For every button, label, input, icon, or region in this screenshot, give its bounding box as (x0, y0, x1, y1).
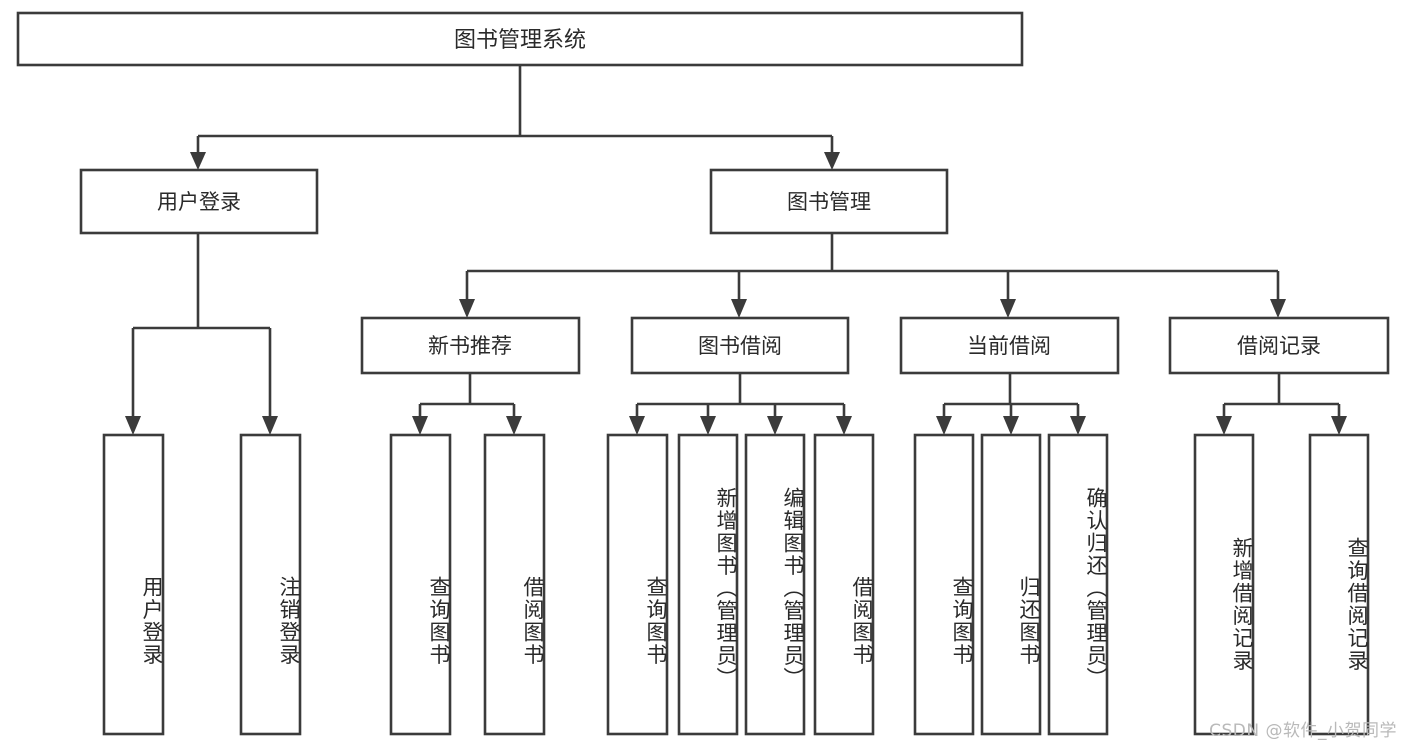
leaf-query-book-2-box[interactable] (606, 433, 669, 736)
leaf-return-book-box[interactable] (980, 433, 1042, 736)
node-book-manage[interactable]: 图书管理 (709, 168, 949, 235)
leaf-borrow-book-2-box[interactable] (813, 433, 875, 736)
leaf-user-login-box[interactable] (102, 433, 165, 736)
leaf-confirm-return-box[interactable] (1047, 433, 1109, 736)
node-root[interactable]: 图书管理系统 (16, 11, 1024, 67)
node-book-manage-label: 图书管理 (787, 190, 871, 214)
node-user-login-box[interactable] (79, 168, 319, 235)
node-new-book-recommend[interactable]: 新书推荐 (360, 316, 581, 375)
node-user-login[interactable]: 用户登录 (79, 168, 319, 235)
node-book-borrow[interactable]: 图书借阅 (630, 316, 850, 375)
node-book-borrow-label: 图书借阅 (698, 334, 782, 358)
connector-group-book-manage (459, 233, 1286, 318)
node-new-book-recommend-box[interactable] (360, 316, 581, 375)
node-borrow-record-box[interactable] (1168, 316, 1390, 375)
arrow-to-leaf-query-book-3 (936, 416, 952, 435)
arrow-to-leaf-confirm-return (1070, 416, 1086, 435)
leaf-add-record-box[interactable] (1193, 433, 1255, 736)
connector-group-borrow-record (1216, 373, 1347, 435)
arrow-to-leaf-borrow-book-2 (836, 416, 852, 435)
node-current-borrow[interactable]: 当前借阅 (899, 316, 1120, 375)
connector-group-current-borrow (936, 373, 1086, 435)
leaf-add-book-box[interactable] (677, 433, 739, 736)
leaf-box-group (102, 433, 1370, 736)
connector-group-new-book-recommend (412, 373, 522, 435)
node-user-login-label: 用户登录 (157, 190, 241, 214)
node-current-borrow-box[interactable] (899, 316, 1120, 375)
leaf-query-record-box[interactable] (1308, 433, 1370, 736)
arrow-to-leaf-add-book (700, 416, 716, 435)
arrow-root-to-book-manage (824, 152, 840, 170)
arrow-to-leaf-query-book-2 (629, 416, 645, 435)
arrow-to-leaf-borrow-book-1 (506, 416, 522, 435)
arrow-to-borrow-record (1270, 299, 1286, 318)
node-borrow-record-label: 借阅记录 (1237, 334, 1321, 358)
arrow-to-leaf-query-record (1331, 416, 1347, 435)
arrow-to-leaf-user-login (125, 416, 141, 435)
csdn-watermark: CSDN @软件_小贺同学 (1209, 721, 1397, 741)
node-current-borrow-label: 当前借阅 (967, 334, 1051, 358)
arrow-to-leaf-add-record (1216, 416, 1232, 435)
connector-group-book-borrow (629, 373, 852, 435)
arrow-to-new-book-recommend (459, 299, 475, 318)
leaf-borrow-book-1-box[interactable] (483, 433, 546, 736)
arrow-to-leaf-query-book-1 (412, 416, 428, 435)
arrow-to-leaf-edit-book (767, 416, 783, 435)
arrow-to-current-borrow (1000, 299, 1016, 318)
arrow-to-leaf-logout (262, 416, 278, 435)
leaf-edit-book-box[interactable] (744, 433, 806, 736)
node-book-manage-box[interactable] (709, 168, 949, 235)
node-book-borrow-box[interactable] (630, 316, 850, 375)
leaf-logout-box[interactable] (239, 433, 302, 736)
connector-group-user-login (125, 233, 278, 435)
node-new-book-recommend-label: 新书推荐 (428, 334, 512, 358)
arrow-to-book-borrow (731, 299, 747, 318)
leaf-query-book-3-box[interactable] (913, 433, 975, 736)
node-root-label: 图书管理系统 (454, 28, 586, 53)
connector-group-root (190, 65, 840, 170)
arrow-to-leaf-return-book (1003, 416, 1019, 435)
node-borrow-record[interactable]: 借阅记录 (1168, 316, 1390, 375)
node-root-box[interactable] (16, 11, 1024, 67)
leaf-query-book-1-box[interactable] (389, 433, 452, 736)
arrow-root-to-user-login (190, 152, 206, 170)
